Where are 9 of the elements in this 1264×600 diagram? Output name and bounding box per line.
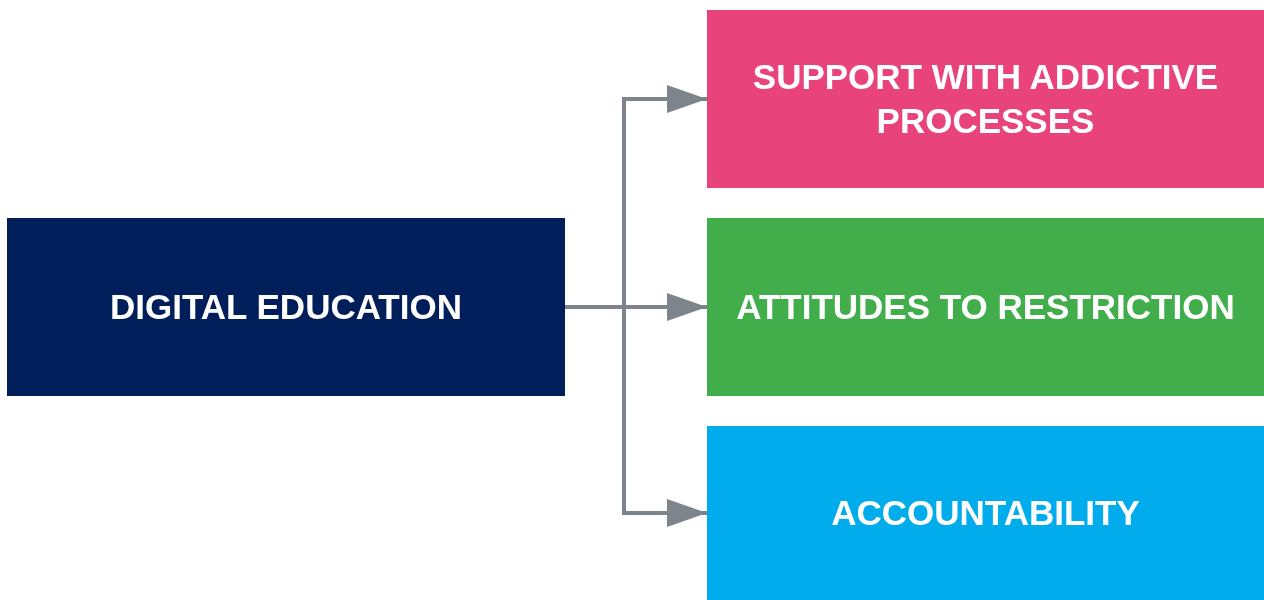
box-label: SUPPORT WITH ADDICTIVE PROCESSES	[751, 56, 1220, 142]
process-box	[707, 10, 1264, 188]
process-box	[707, 426, 1264, 600]
arrow	[565, 305, 707, 527]
box-label: DIGITAL EDUCATION	[110, 286, 462, 328]
process-box	[7, 218, 565, 396]
box-label: ACCOUNTABILITY	[831, 492, 1140, 534]
box-label: ATTITUDES TO RESTRICTION	[736, 286, 1235, 328]
process-box	[707, 218, 1264, 396]
